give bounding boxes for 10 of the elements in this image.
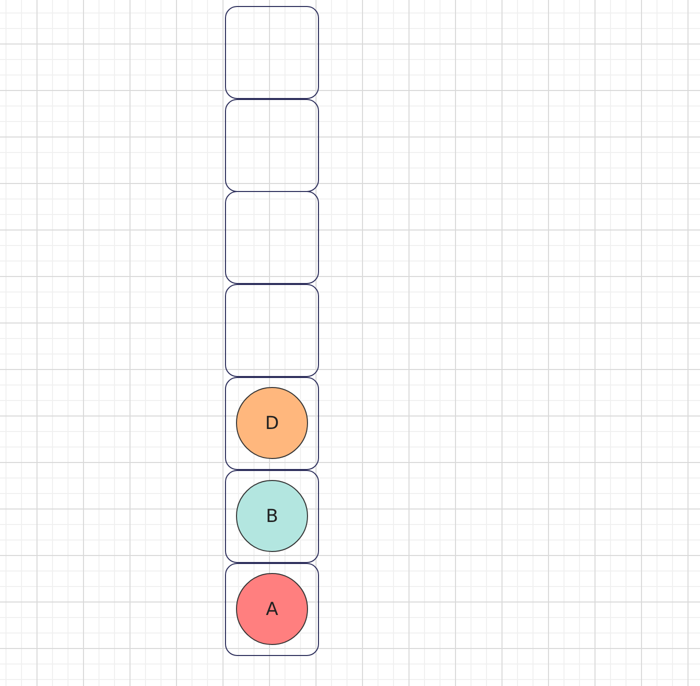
stack-slot: [225, 6, 319, 99]
circle-node: A: [236, 573, 308, 645]
circle-node: D: [236, 387, 308, 459]
stack-slot: [225, 470, 319, 563]
stack-slot: [225, 191, 319, 284]
stack-slot: [225, 377, 319, 470]
circle-node: B: [236, 480, 308, 552]
stack-slot: [225, 99, 319, 192]
stack-slot: [225, 563, 319, 656]
stack-slot: [225, 284, 319, 377]
